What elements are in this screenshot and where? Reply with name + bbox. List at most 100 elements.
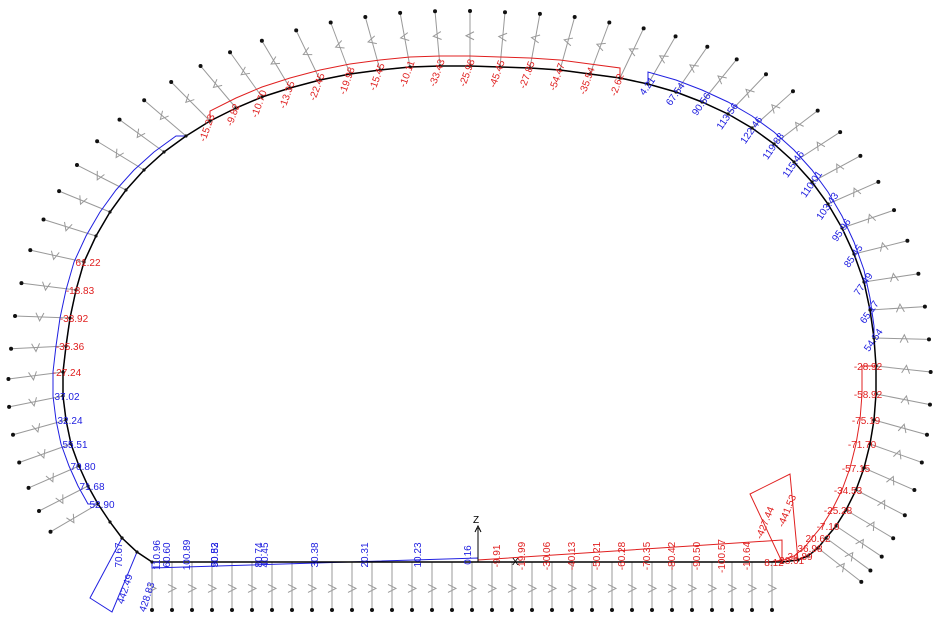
node [408, 65, 412, 69]
ground-spring [247, 562, 258, 612]
moment-value: -18.83 [66, 286, 95, 297]
moment-value: 10.23 [413, 542, 424, 567]
node [288, 86, 292, 90]
ground-spring [747, 562, 758, 612]
node [868, 308, 872, 312]
moment-value: -50.21 [592, 541, 603, 570]
ground-spring [589, 20, 612, 75]
ground-spring [853, 238, 910, 255]
node [852, 252, 856, 256]
x-axis-label: X [512, 557, 519, 568]
moment-value: 60.60 [162, 542, 173, 567]
ground-spring [619, 26, 646, 79]
ground-spring [11, 419, 67, 437]
moment-value: 442.49 [116, 573, 136, 606]
node [558, 68, 562, 72]
node [810, 180, 814, 184]
moment-value: -58.92 [854, 390, 883, 401]
moment-value: 71.68 [79, 482, 104, 493]
ground-spring [727, 562, 738, 612]
node [674, 90, 678, 94]
node [796, 558, 800, 562]
ground-spring [863, 271, 921, 283]
ground-spring [367, 562, 378, 612]
moment-value: -35.54 [578, 66, 598, 97]
ground-spring [48, 503, 99, 534]
ground-spring [527, 562, 538, 612]
node [792, 160, 796, 164]
node [840, 226, 844, 230]
ground-spring [363, 14, 381, 71]
ground-springs [6, 9, 933, 612]
ground-spring [727, 72, 768, 115]
ground-spring [198, 63, 237, 109]
moment-value: -80.42 [667, 541, 678, 570]
moment-value: 20.62 [805, 534, 830, 545]
ground-spring [507, 562, 518, 612]
ground-spring [74, 163, 127, 191]
ground-spring [827, 179, 881, 205]
node [348, 72, 352, 76]
ground-spring [328, 20, 351, 75]
ground-spring [701, 57, 739, 103]
moment-value: -100.57 [717, 539, 728, 573]
moment-value: -70.35 [642, 541, 653, 570]
node [750, 126, 754, 130]
moment-value: -28.92 [854, 362, 883, 373]
node [96, 502, 100, 506]
moment-value: 30.38 [310, 542, 321, 567]
moment-value: -25.28 [824, 506, 853, 517]
ground-spring [497, 10, 508, 68]
moment-value: -40.13 [567, 541, 578, 570]
moment-value: -13.35 [278, 80, 298, 111]
node [120, 536, 124, 540]
node [142, 168, 146, 172]
moment-value: 8.12 [764, 558, 784, 569]
ground-spring [327, 562, 338, 612]
node [108, 520, 112, 524]
moment-value: 90.82 [210, 542, 221, 567]
ground-spring [751, 89, 795, 129]
moment-value: -28.61 [776, 556, 805, 567]
node [69, 442, 73, 446]
moment-value: -10.64 [742, 541, 753, 570]
ground-spring [855, 489, 907, 518]
moment-value: -35.36 [56, 342, 85, 353]
moment-value: -75.19 [852, 416, 881, 427]
moment-value: 34.89 [787, 552, 812, 563]
ground-spring [147, 562, 158, 612]
node [61, 394, 65, 398]
ground-spring [873, 419, 929, 437]
node [872, 418, 876, 422]
moment-value: 100.89 [182, 539, 193, 570]
node [528, 66, 532, 70]
moment-value: 55.51 [62, 440, 87, 451]
node [826, 202, 830, 206]
ground-spring [467, 562, 478, 612]
node [135, 550, 139, 554]
node [184, 134, 188, 138]
tunnel-lining [61, 64, 878, 564]
node [77, 464, 81, 468]
ground-spring [687, 562, 698, 612]
moment-value: 70.67 [114, 542, 125, 567]
moment-value: 37.02 [54, 392, 79, 403]
ground-spring [869, 303, 927, 313]
node [150, 560, 154, 564]
ground-spring [817, 547, 864, 584]
moment-value: 32.24 [57, 416, 82, 427]
moment-value: -34.53 [834, 486, 863, 497]
moment-diagram [52, 55, 877, 613]
moment-value: 61.22 [75, 258, 100, 269]
node [318, 78, 322, 82]
ground-spring [845, 509, 896, 541]
ground-spring [647, 562, 658, 612]
ground-spring [267, 562, 278, 612]
moment-value: 20.31 [360, 542, 371, 567]
node [834, 524, 838, 528]
moment-value: -2.62 [609, 72, 627, 98]
ground-spring [387, 562, 398, 612]
ground-spring [227, 562, 238, 612]
moment-value: -27.85 [518, 60, 538, 91]
